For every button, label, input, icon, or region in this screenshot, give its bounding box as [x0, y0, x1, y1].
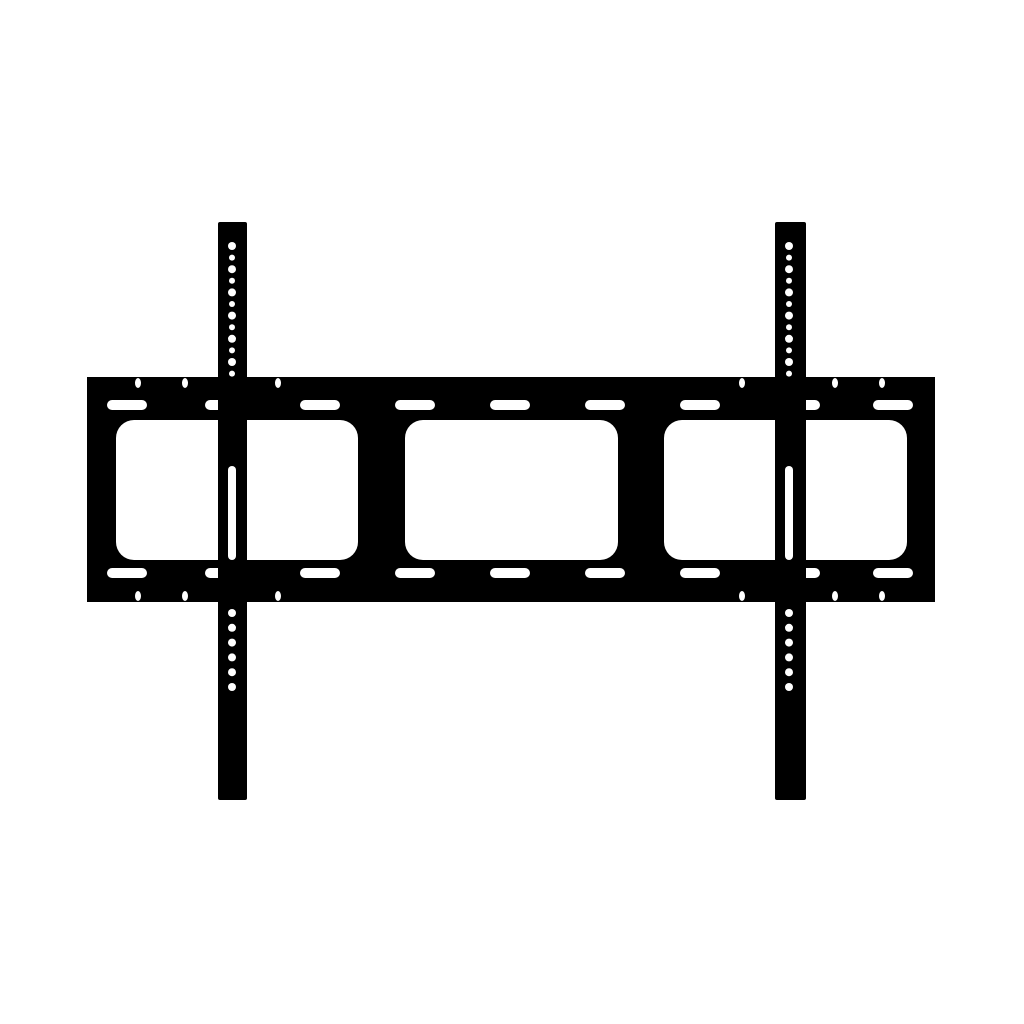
- mounting-slot: [395, 400, 435, 410]
- upright-adjust-hole: [786, 301, 792, 307]
- upright-adjust-hole: [228, 334, 236, 343]
- upright-adjust-hole: [786, 347, 792, 354]
- upright-adjust-hole: [228, 653, 236, 662]
- upright-overlay: [775, 398, 806, 414]
- upright-adjust-hole: [786, 370, 792, 377]
- upright-adjust-hole: [785, 653, 793, 662]
- upright-adjust-hole: [228, 609, 236, 617]
- mount-holes: [107, 242, 913, 691]
- mounting-slot: [395, 568, 435, 578]
- pin-hole: [879, 378, 885, 388]
- upright-adjust-hole: [228, 623, 236, 632]
- pin-hole: [275, 378, 281, 388]
- upright-adjust-hole: [229, 254, 235, 261]
- upright-overlay: [218, 566, 247, 582]
- mounting-slot: [107, 568, 147, 578]
- upright-adjust-hole: [785, 683, 793, 691]
- mounting-slot: [873, 568, 913, 578]
- mounting-slot: [490, 400, 530, 410]
- upright-adjust-hole: [229, 370, 235, 377]
- upright-adjust-hole: [785, 638, 793, 647]
- pin-hole: [275, 591, 281, 601]
- mounting-slot: [680, 568, 720, 578]
- pin-hole: [832, 591, 838, 601]
- upright-adjust-hole: [228, 358, 236, 366]
- upright-adjust-hole: [229, 324, 235, 331]
- upright-adjust-hole: [785, 334, 793, 343]
- upright-vertical-slot: [785, 466, 793, 560]
- upright-adjust-hole: [785, 265, 793, 274]
- pin-hole: [135, 591, 141, 601]
- upright-adjust-hole: [785, 668, 793, 677]
- upright-vertical-slot: [228, 466, 236, 560]
- pin-hole: [739, 591, 745, 601]
- mounting-slot: [300, 400, 340, 410]
- upright-adjust-hole: [785, 311, 793, 320]
- upright-adjust-hole: [785, 288, 793, 297]
- upright-adjust-hole: [228, 311, 236, 320]
- upright-adjust-hole: [229, 347, 235, 354]
- pin-hole: [182, 591, 188, 601]
- mounting-slot: [300, 568, 340, 578]
- mounting-slot: [585, 568, 625, 578]
- upright-adjust-hole: [229, 277, 235, 284]
- upright-adjust-hole: [785, 609, 793, 617]
- mounting-slot: [873, 400, 913, 410]
- upright-adjust-hole: [785, 623, 793, 632]
- pin-hole: [739, 378, 745, 388]
- upright-adjust-hole: [786, 254, 792, 261]
- upright-overlay: [775, 566, 806, 582]
- pin-hole: [832, 378, 838, 388]
- upright-adjust-hole: [228, 638, 236, 647]
- upright-adjust-hole: [228, 265, 236, 274]
- upright-adjust-hole: [786, 277, 792, 284]
- pin-hole: [879, 591, 885, 601]
- mounting-slot: [107, 400, 147, 410]
- pin-hole: [135, 378, 141, 388]
- frame-cutout: [405, 420, 618, 560]
- upright-adjust-hole: [785, 358, 793, 366]
- upright-adjust-hole: [786, 324, 792, 331]
- upright-adjust-hole: [228, 242, 236, 250]
- upright-adjust-hole: [785, 242, 793, 250]
- upright-adjust-hole: [228, 288, 236, 297]
- mounting-slot: [585, 400, 625, 410]
- upright-adjust-hole: [229, 301, 235, 307]
- upright-overlay: [218, 398, 247, 414]
- mounting-slot: [680, 400, 720, 410]
- upright-adjust-hole: [228, 683, 236, 691]
- pin-hole: [182, 378, 188, 388]
- upright-adjust-hole: [228, 668, 236, 677]
- mounting-slot: [490, 568, 530, 578]
